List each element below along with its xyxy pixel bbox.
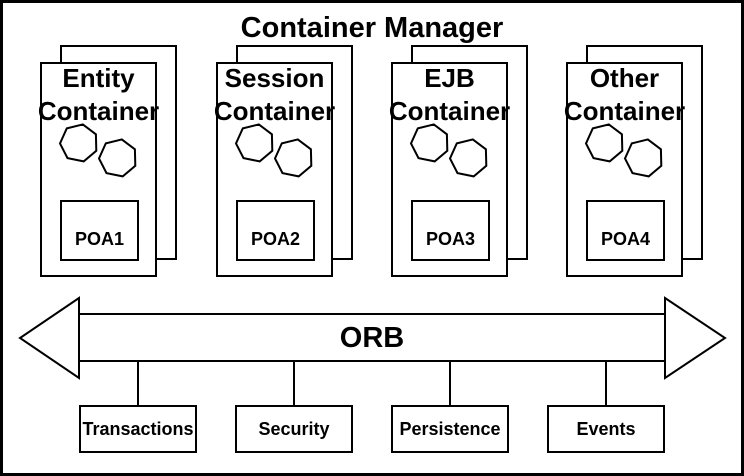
bean-icon bbox=[409, 123, 449, 163]
poa-label: POA1 bbox=[74, 229, 125, 249]
container-manager-title: Container Manager bbox=[240, 12, 504, 44]
poa-label: POA3 bbox=[425, 229, 476, 249]
orb-left-arrowhead bbox=[18, 296, 80, 380]
container-name-line1: Entity bbox=[62, 63, 135, 93]
bean-icon bbox=[58, 123, 98, 163]
bean-icon bbox=[273, 138, 313, 178]
poa-label: POA4 bbox=[600, 229, 651, 249]
container-name-line2: Container bbox=[213, 96, 336, 126]
container-name-line2: Container bbox=[37, 96, 160, 126]
bean-icon bbox=[97, 138, 137, 178]
service-box: Security bbox=[235, 405, 353, 453]
bean-icon bbox=[584, 123, 624, 163]
bean-icon bbox=[448, 138, 488, 178]
service-box: Transactions bbox=[79, 405, 197, 453]
poa-box: POA2 bbox=[236, 200, 315, 261]
container-name-line2: Container bbox=[388, 96, 511, 126]
container-name-line1: EJB bbox=[424, 63, 475, 93]
container-name-line2: Container bbox=[563, 96, 686, 126]
service-label: Transactions bbox=[82, 418, 194, 439]
service-label: Persistence bbox=[399, 418, 501, 439]
service-box: Events bbox=[547, 405, 665, 453]
bean-icon bbox=[623, 138, 663, 178]
service-label: Events bbox=[576, 418, 636, 439]
poa-box: POA3 bbox=[411, 200, 490, 261]
poa-box: POA1 bbox=[60, 200, 139, 261]
container-name-line1: Session bbox=[224, 63, 325, 93]
service-label: Security bbox=[258, 418, 330, 439]
poa-label: POA2 bbox=[250, 229, 301, 249]
poa-box: POA4 bbox=[586, 200, 665, 261]
orb-right-arrowhead bbox=[664, 296, 727, 380]
container-name-line1: Other bbox=[589, 63, 660, 93]
service-box: Persistence bbox=[391, 405, 509, 453]
bean-icon bbox=[234, 123, 274, 163]
orb-label: ORB bbox=[339, 322, 405, 354]
